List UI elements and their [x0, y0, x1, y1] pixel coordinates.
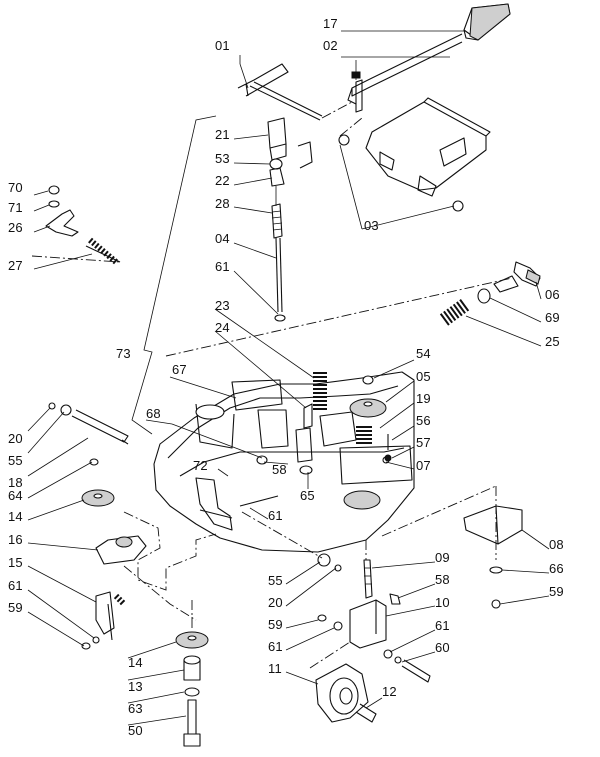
part-label: 04 — [215, 231, 230, 246]
part-label: 28 — [215, 196, 230, 211]
part-label: 24 — [215, 320, 230, 335]
part-label: 63 — [128, 701, 143, 716]
part-label: 70 — [8, 180, 23, 195]
part-label: 69 — [545, 310, 560, 325]
handle-grip — [463, 3, 511, 41]
part-label: 21 — [215, 127, 230, 142]
part-label: 08 — [549, 537, 564, 552]
part-label: 61 — [268, 639, 283, 654]
part-label: 61 — [8, 578, 23, 593]
caster-assembly — [309, 540, 431, 723]
part-label: 59 — [8, 600, 23, 615]
part-label: 50 — [128, 723, 143, 738]
part-label: 10 — [435, 595, 450, 610]
part-label: 59 — [549, 584, 564, 599]
part-label: 16 — [8, 532, 23, 547]
part-label: 05 — [416, 369, 431, 384]
part-label: 11 — [268, 661, 282, 676]
part-label: 67 — [172, 362, 187, 377]
throttle-lever — [347, 33, 463, 113]
bolt-stack — [175, 600, 209, 747]
part-label: 53 — [215, 151, 230, 166]
part-label: 09 — [435, 550, 450, 565]
part-label: 61 — [268, 508, 283, 523]
bracket-group-outline — [131, 115, 217, 435]
throttle-cable — [165, 261, 541, 357]
axle-washers-right — [241, 511, 342, 572]
part-label: 17 — [323, 16, 338, 31]
part-label: 61 — [215, 259, 230, 274]
tension-spring — [31, 185, 121, 265]
part-label: 71 — [8, 200, 23, 215]
part-label: 61 — [435, 618, 450, 633]
part-label: 25 — [545, 334, 560, 349]
part-label: 01 — [215, 38, 230, 53]
part-label: 59 — [268, 617, 283, 632]
part-label: 58 — [272, 462, 287, 477]
part-label: 57 — [416, 435, 431, 450]
part-label: 23 — [215, 298, 230, 313]
drawing — [31, 3, 541, 747]
part-label: 03 — [364, 218, 379, 233]
part-label: 12 — [382, 684, 397, 699]
part-label: 13 — [128, 679, 143, 694]
part-label: 58 — [435, 572, 450, 587]
mounting-bracket — [338, 97, 491, 212]
part-label: 02 — [323, 38, 338, 53]
part-label: 72 — [193, 458, 208, 473]
part-label: 07 — [416, 458, 431, 473]
axle-assembly-left — [48, 402, 129, 507]
part-labels: 17 01 02 21 53 22 28 03 70 71 26 27 04 6… — [8, 16, 564, 738]
height-adjuster — [81, 511, 217, 650]
part-label: 20 — [268, 595, 283, 610]
part-label: 55 — [268, 573, 283, 588]
part-label: 55 — [8, 453, 23, 468]
part-label: 06 — [545, 287, 560, 302]
part-label: 73 — [116, 346, 131, 361]
part-label: 27 — [8, 258, 23, 273]
governor-link — [267, 117, 313, 239]
part-label: 15 — [8, 555, 23, 570]
part-label: 22 — [215, 173, 230, 188]
leader-lines — [27, 30, 550, 726]
part-label: 68 — [146, 406, 161, 421]
part-label: 66 — [549, 561, 564, 576]
part-label: 56 — [416, 413, 431, 428]
part-label: 26 — [8, 220, 23, 235]
part-label: 54 — [416, 346, 431, 361]
rear-cover — [381, 485, 523, 609]
part-label: 20 — [8, 431, 23, 446]
part-label: 60 — [435, 640, 450, 655]
part-label: 64 — [8, 488, 23, 503]
part-label: 19 — [416, 391, 431, 406]
part-label: 14 — [8, 509, 23, 524]
control-shaft — [237, 63, 353, 121]
part-label: 14 — [128, 655, 143, 670]
part-label: 65 — [300, 488, 315, 503]
compression-spring — [303, 372, 327, 429]
deck-frame — [153, 371, 415, 553]
bearing-stack — [349, 375, 392, 462]
throttle-rod — [274, 237, 286, 322]
part-label: 18 — [8, 475, 23, 490]
